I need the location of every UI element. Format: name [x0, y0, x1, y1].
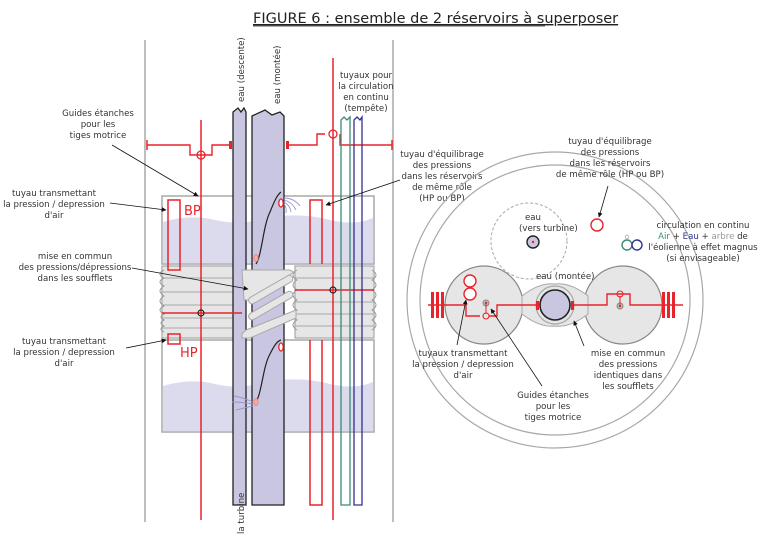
flange-right	[662, 292, 675, 318]
annot-tuyau-bottom: tuyau transmettant la pression / depress…	[13, 337, 167, 369]
rod-curve-top	[255, 191, 282, 265]
svg-text:d'air: d'air	[54, 359, 73, 369]
annot-mise-en-commun-left: mise en commun des pressions/dépressions…	[19, 252, 249, 291]
svg-text:(si envisageable): (si envisageable)	[666, 254, 739, 264]
flange-left	[431, 292, 444, 318]
annot-tuyaux-circulation: tuyaux pour la circulation en continu (t…	[338, 71, 393, 114]
label-bp: BP	[184, 204, 201, 219]
svg-text:tuyaux pour: tuyaux pour	[340, 71, 393, 81]
svg-text:dans les soufflets: dans les soufflets	[38, 274, 113, 284]
label-la-turbine: la turbine	[237, 493, 247, 534]
svg-text:des pressions/dépressions: des pressions/dépressions	[19, 262, 132, 273]
svg-text:tiges motrice: tiges motrice	[70, 131, 127, 141]
right-top-view: tuyau d'équilibrage des pressions dans l…	[406, 136, 758, 449]
turbine-zone-circle	[490, 202, 568, 280]
air-circulation-circle	[621, 239, 633, 251]
svg-text:la pression / depression: la pression / depression	[13, 348, 115, 358]
bellows-left	[159, 265, 245, 339]
svg-text:pour les: pour les	[81, 120, 116, 130]
svg-text:(HP ou BP): (HP ou BP)	[419, 194, 465, 204]
tuyau-circle-bp	[463, 274, 477, 288]
water-spray-bottom	[231, 395, 254, 411]
rod-curve-bottom	[255, 339, 282, 403]
svg-text:tuyaux transmettant: tuyaux transmettant	[418, 349, 508, 359]
annot-mise-en-commun-right: mise en commun des pressions identiques …	[573, 320, 665, 392]
annot-guides-left: Guides étanches pour les tiges motrice	[62, 108, 199, 197]
svg-text:(tempête): (tempête)	[344, 103, 387, 114]
svg-text:tuyau transmettant: tuyau transmettant	[22, 337, 107, 347]
svg-text:pour les: pour les	[536, 402, 571, 412]
svg-text:dans les réservoirs: dans les réservoirs	[402, 171, 483, 182]
svg-text:la circulation: la circulation	[338, 82, 393, 92]
water-spray-top	[283, 197, 301, 214]
tuyau-circle-hp	[463, 287, 477, 301]
annot-circulation: circulation en continu Air + Eau + arbre…	[648, 221, 758, 264]
annot-tuyau-equilibrage-right: tuyau d'équilibrage des pressions dans l…	[556, 136, 664, 218]
annot-guides-right: Guides étanches pour les tiges motrice	[490, 308, 589, 423]
svg-text:tuyau d'équilibrage: tuyau d'équilibrage	[400, 149, 484, 160]
seal-bottom	[253, 398, 259, 406]
annot-eau-vers-turbine: eau (vers turbine)	[519, 213, 578, 234]
figure-title: FIGURE 6 : ensemble de 2 réservoirs à su…	[253, 11, 618, 27]
pipe-eau-circulation	[353, 114, 363, 506]
label-hp: HP	[180, 346, 198, 361]
water-up-pipe-top	[539, 289, 571, 321]
bellows-connector-tubes	[241, 269, 297, 339]
tube-hp	[167, 333, 181, 345]
svg-text:de même rôle: de même rôle	[412, 182, 472, 193]
tuyau-equilibrage-circle	[590, 218, 604, 232]
svg-text:tiges motrice: tiges motrice	[525, 413, 582, 423]
outer-shaft-circle	[406, 151, 704, 449]
left-section-view: BP HP eau (descente) eau (montée) la tur…	[3, 37, 484, 534]
annot-tuyau-top: tuyau transmettant la pression / depress…	[3, 189, 167, 221]
svg-text:des pressions: des pressions	[413, 161, 472, 171]
svg-text:dans les réservoirs: dans les réservoirs	[570, 158, 651, 169]
svg-text:des pressions: des pressions	[581, 148, 640, 158]
annot-tuyaux-transmettant-right: tuyaux transmettant la pression / depres…	[412, 299, 514, 381]
pivot-bellows-left	[197, 309, 205, 317]
inner-shaft-circle	[419, 164, 691, 436]
svg-text:d'air: d'air	[453, 371, 472, 381]
svg-text:en continu: en continu	[343, 93, 389, 103]
svg-text:mise en commun: mise en commun	[38, 252, 112, 262]
pipe-eau-descente	[232, 106, 247, 506]
svg-text:(vers turbine): (vers turbine)	[519, 224, 578, 234]
pipe-air-circulation	[340, 115, 351, 506]
svg-text:les soufflets: les soufflets	[602, 382, 654, 392]
tube-equilibrage-top	[309, 199, 323, 264]
svg-text:eau: eau	[525, 213, 541, 223]
svg-text:l'éolienne à effet magnus: l'éolienne à effet magnus	[648, 242, 758, 253]
rod-line-top-view	[428, 293, 683, 317]
pivot-bellows-right	[329, 286, 337, 294]
seal-top	[278, 198, 284, 208]
svg-text:tuyau d'équilibrage: tuyau d'équilibrage	[568, 136, 652, 147]
svg-text:circulation en continu: circulation en continu	[656, 221, 749, 231]
svg-text:d'air: d'air	[44, 211, 63, 221]
svg-text:identiques dans: identiques dans	[594, 371, 663, 381]
seal-mid-bottom	[278, 342, 284, 352]
svg-text:mise en commun: mise en commun	[591, 349, 665, 359]
svg-text:des pressions: des pressions	[599, 360, 658, 370]
pivot-top-left	[196, 150, 206, 160]
svg-text:Air + Eau + arbre de: Air + Eau + arbre de	[658, 232, 748, 242]
annot-tuyau-equilibrage-left: tuyau d'équilibrage des pressions dans l…	[325, 149, 484, 206]
label-eau-montee-top: eau (montée)	[536, 271, 594, 282]
tube-bp	[167, 199, 181, 271]
arbre-circle	[624, 234, 630, 240]
pivot-top-right	[328, 129, 338, 139]
svg-text:Guides étanches: Guides étanches	[62, 108, 134, 119]
crank-line-top	[147, 133, 392, 156]
svg-text:de même rôle (HP ou BP): de même rôle (HP ou BP)	[556, 169, 664, 180]
svg-text:tuyau transmettant: tuyau transmettant	[12, 189, 97, 199]
label-eau-montee: eau (montée)	[272, 46, 283, 104]
svg-text:la pression / depression: la pression / depression	[412, 360, 514, 370]
seal-mid-top	[253, 254, 259, 262]
svg-text:Guides étanches: Guides étanches	[517, 390, 589, 401]
svg-text:la pression / depression: la pression / depression	[3, 200, 105, 210]
bellows-right	[292, 265, 377, 339]
eau-circulation-circle	[631, 239, 643, 251]
tube-equilibrage-bottom	[309, 340, 323, 506]
label-eau-descente: eau (descente)	[237, 37, 247, 102]
